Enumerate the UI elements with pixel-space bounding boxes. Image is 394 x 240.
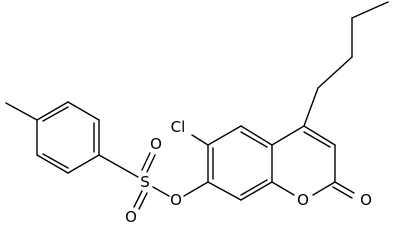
bond-c4a-c4 <box>271 125 305 146</box>
bond-ring1-a <box>36 101 69 121</box>
bond-butyl-1 <box>303 87 319 127</box>
ester-oxygen-label: O <box>170 191 182 209</box>
bond-c4-c3-inner <box>303 131 331 148</box>
bond-c5-c4a-inner <box>240 131 268 148</box>
bond-s-o-bottom-1 <box>133 190 143 208</box>
bond-sulfur-oxygen <box>152 186 170 197</box>
sulfonyl-oxygen-top-label: O <box>150 135 162 153</box>
bond-ring1-a-inner <box>42 106 69 122</box>
bond-c8a-c8 <box>240 181 273 201</box>
bond-o1-c8a <box>271 181 295 196</box>
bond-ring1-d <box>67 154 100 174</box>
chemical-structure-diagram: Cl S O O O O O <box>5 1 389 226</box>
bond-s-o-top-2 <box>146 154 156 173</box>
bond-c8a-c8-inner <box>240 179 268 196</box>
bond-c2-carbonyl-1 <box>334 181 355 194</box>
bond-butyl-2 <box>317 56 353 89</box>
bond-aryl-sulfur <box>98 154 139 178</box>
sulfonyl-oxygen-bottom-label: O <box>125 208 137 226</box>
bond-s-o-top-1 <box>141 152 151 171</box>
bond-butyl-4 <box>351 1 389 19</box>
sulfur-label: S <box>140 173 150 191</box>
bond-ring1-b <box>67 101 100 121</box>
bond-oxygen-c7 <box>183 181 209 197</box>
bonds <box>5 1 389 210</box>
bond-methyl <box>5 102 38 121</box>
bond-c2-o1 <box>312 181 336 196</box>
ring-oxygen-label: O <box>297 191 309 209</box>
bond-c5-c4a <box>240 125 273 146</box>
bond-c6-c5 <box>207 125 242 146</box>
bond-ring1-e-inner <box>42 153 69 169</box>
bond-c2-carbonyl-2 <box>332 186 353 199</box>
chlorine-label: Cl <box>171 118 186 136</box>
bond-c6-chlorine <box>191 134 209 146</box>
bond-c8-c7 <box>207 181 242 201</box>
bond-c4-c3 <box>303 125 336 146</box>
bond-s-o-bottom-2 <box>138 192 148 210</box>
carbonyl-oxygen-label: O <box>360 191 372 209</box>
atom-labels: Cl S O O O O O <box>125 118 372 226</box>
bond-ring1-e <box>36 154 69 174</box>
